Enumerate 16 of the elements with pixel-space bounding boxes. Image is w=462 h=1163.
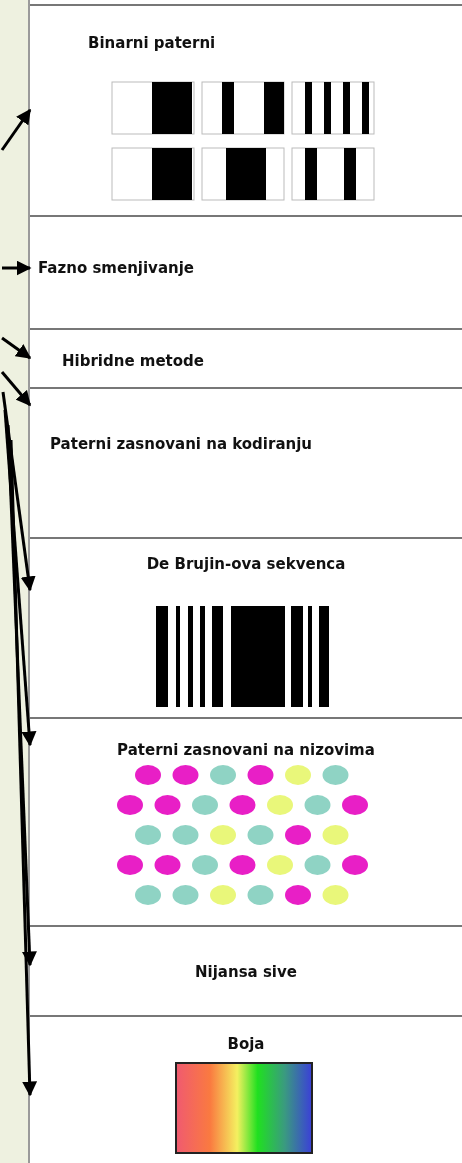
panel-title: De Brujin-ova sekvenca — [145, 555, 347, 573]
arrow — [3, 409, 37, 747]
panel-title: Binarni paterni — [88, 34, 216, 52]
arrow — [0, 371, 32, 407]
panel-title: Hibridne metode — [62, 352, 204, 370]
panel-title: Nijansa sive — [194, 963, 298, 981]
panel-title: Paterni zasnovani na kodiranju — [50, 435, 312, 453]
arrow — [9, 439, 38, 1097]
panel-title: Paterni zasnovani na nizovima — [116, 741, 376, 759]
panel-title: Fazno smenjivanje — [38, 259, 194, 277]
panel-title: Boja — [226, 1035, 266, 1053]
arrow — [1, 336, 32, 360]
arrow — [2, 260, 32, 276]
arrow — [1, 391, 36, 592]
arrow — [0, 108, 32, 151]
arrow — [6, 424, 37, 967]
